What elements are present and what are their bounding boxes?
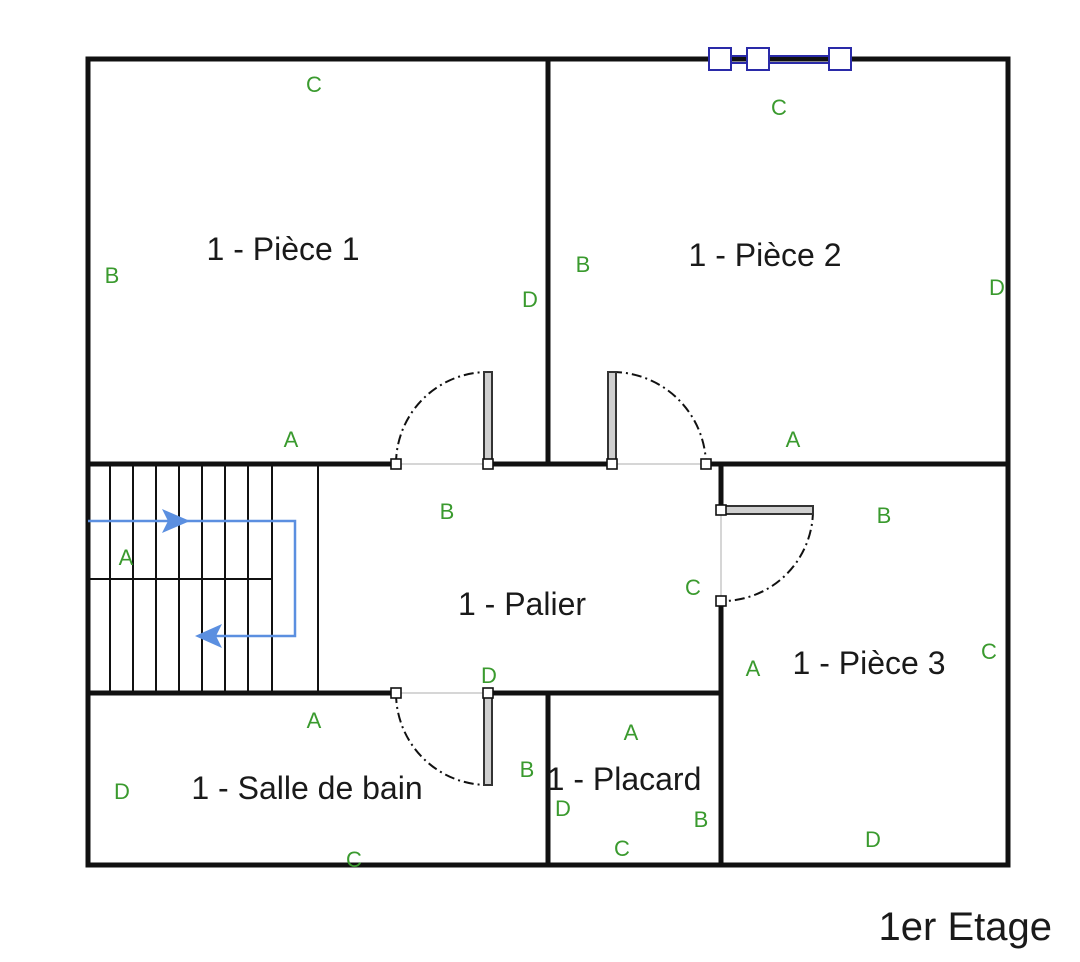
- wall-label: C: [306, 72, 322, 97]
- door-piece2: [606, 371, 712, 470]
- wall-label: B: [105, 263, 120, 288]
- door-piece1: [390, 371, 494, 470]
- room-label-placard: 1 - Placard: [547, 761, 702, 797]
- wall-label: B: [694, 807, 709, 832]
- wall-label: A: [284, 427, 299, 452]
- room-label-palier: 1 - Palier: [458, 586, 586, 622]
- stair-arrow-head-up: [162, 509, 190, 533]
- wall-label: C: [981, 639, 997, 664]
- door-piece3: [715, 504, 814, 607]
- room-label-salle-de-bain: 1 - Salle de bain: [191, 770, 422, 806]
- wall-label: C: [771, 95, 787, 120]
- wall-label: D: [114, 779, 130, 804]
- staircase: [88, 464, 319, 693]
- wall-label: B: [877, 503, 892, 528]
- wall-label: A: [119, 545, 134, 570]
- wall-label: D: [989, 275, 1005, 300]
- wall-label: B: [576, 252, 591, 277]
- wall-label: D: [481, 663, 497, 688]
- door-salle-de-bain: [390, 687, 494, 786]
- wall-label: A: [307, 708, 322, 733]
- wall-label: A: [786, 427, 801, 452]
- wall-label: A: [746, 656, 761, 681]
- room-label-piece2: 1 - Pièce 2: [689, 237, 842, 273]
- wall-label: C: [346, 847, 362, 872]
- window-piece2: [708, 47, 852, 71]
- wall-label: D: [522, 287, 538, 312]
- wall-label: B: [440, 499, 455, 524]
- stair-direction-arrow: [88, 519, 297, 638]
- floor-title: 1er Etage: [879, 905, 1052, 949]
- wall-label: A: [624, 720, 639, 745]
- wall-label: C: [685, 575, 701, 600]
- wall-label: C: [614, 836, 630, 861]
- stair-arrow-head-down: [195, 624, 222, 648]
- wall-label: D: [865, 827, 881, 852]
- wall-label: B: [520, 757, 535, 782]
- room-label-piece3: 1 - Pièce 3: [793, 645, 946, 681]
- room-label-piece1: 1 - Pièce 1: [207, 231, 360, 267]
- wall-label: D: [555, 796, 571, 821]
